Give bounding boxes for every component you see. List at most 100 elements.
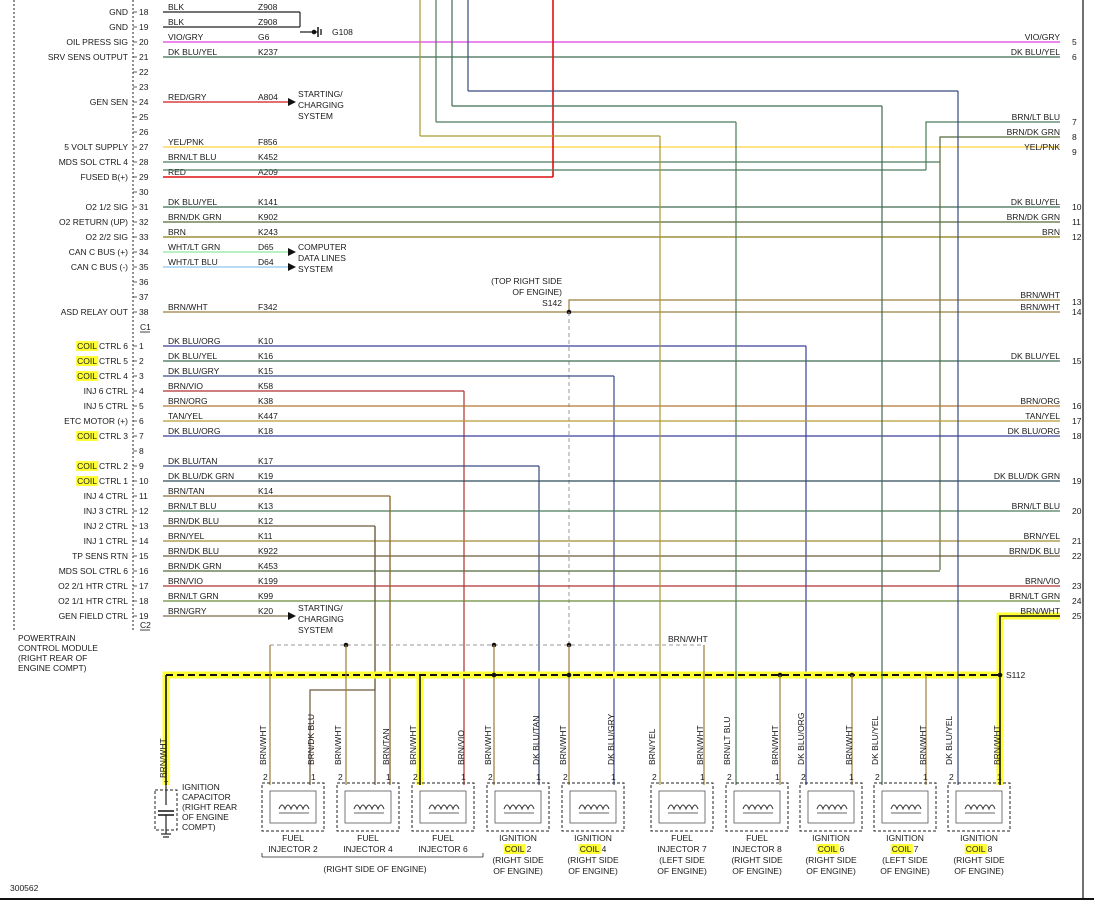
- pin-number: 27: [139, 142, 149, 152]
- wire-color: RED/GRY: [168, 92, 207, 102]
- connector-pin-number: 13: [1072, 297, 1082, 307]
- wire: [309, 526, 376, 785]
- connector-pin-number: 14: [1072, 307, 1082, 317]
- label-rest: 2: [524, 844, 531, 854]
- circuit-id: K11: [258, 531, 273, 541]
- pin-mark: 2: [949, 772, 954, 782]
- highlight-box: [816, 844, 839, 854]
- pin-mark: 1: [611, 772, 616, 782]
- circuit-id: A804: [258, 92, 278, 102]
- highlight-word: COIL: [505, 844, 525, 854]
- pin-function: COIL CTRL 1: [76, 476, 128, 486]
- connector-pin-number: 23: [1072, 581, 1082, 591]
- wire-color: BRN/YEL: [168, 531, 205, 541]
- coil-icon: [890, 804, 922, 811]
- pin-number: 33: [139, 232, 149, 242]
- component-label: IGNITION: [886, 833, 924, 843]
- highlight-word: COIL: [77, 461, 97, 471]
- pin-function: COIL CTRL 5: [77, 356, 128, 366]
- wire-color: BRN/WHT: [158, 738, 168, 778]
- pin-function: O2 1/1 HTR CTRL: [58, 596, 128, 606]
- wire-color: DK BLU/GRY: [606, 713, 616, 765]
- wire-color: BRN/WHT: [844, 725, 854, 765]
- component-label: COIL 7: [892, 844, 919, 854]
- module-name: ENGINE COMPT): [18, 663, 87, 673]
- circuit-id: K17: [258, 456, 273, 466]
- component-box: [336, 782, 400, 832]
- component-location: (RIGHT SIDE: [731, 855, 783, 865]
- circuit-id: K18: [258, 426, 273, 436]
- component-label: COIL 4: [580, 844, 607, 854]
- pin-mark: 1: [849, 772, 854, 782]
- pin-function: TP SENS RTN: [72, 551, 128, 561]
- component-location: OF ENGINE): [880, 866, 930, 876]
- wire-color-right: BRN/ORG: [1020, 396, 1060, 406]
- component-label: COIL 2: [503, 844, 532, 854]
- pin-function: COIL CTRL 6: [76, 341, 128, 351]
- component-label: CAPACITOR: [182, 792, 231, 802]
- component-location: OF ENGINE): [732, 866, 782, 876]
- component-box: [561, 782, 625, 832]
- component-location: (LEFT SIDE: [882, 855, 928, 865]
- pin-function: GND: [109, 7, 128, 17]
- ref-system-label: STARTING/: [298, 89, 343, 99]
- label-rest: CTRL 1: [97, 476, 129, 486]
- component-label: IGNITION: [499, 833, 537, 843]
- connector-pin-number: 9: [1072, 147, 1077, 157]
- connector-pin-number: 24: [1072, 596, 1082, 606]
- pin-function: INJ 2 CTRL: [84, 521, 129, 531]
- pin-number: 24: [139, 97, 149, 107]
- component-box: [269, 790, 317, 824]
- pin-mark: 2: [488, 772, 493, 782]
- ref-system-label: STARTING/: [298, 603, 343, 613]
- component-location: OF ENGINE): [806, 866, 856, 876]
- circuit-id: K141: [258, 197, 278, 207]
- component-label: INJECTOR 8: [732, 844, 782, 854]
- component-location: OF ENGINE): [954, 866, 1004, 876]
- highlight-word: COIL: [818, 844, 838, 854]
- pin-function: O2 2/2 SIG: [85, 232, 128, 242]
- circuit-id: K19: [258, 471, 273, 481]
- pin-mark: 1: [461, 772, 466, 782]
- pin-function: O2 RETURN (UP): [59, 217, 128, 227]
- pin-mark: 2: [875, 772, 880, 782]
- pin-number: 17: [139, 581, 149, 591]
- connector-pin-number: 10: [1072, 202, 1082, 212]
- pin-mark: 1: [700, 772, 705, 782]
- connector-pin-number: 11: [1072, 217, 1081, 227]
- wire-color: BRN/LT BLU: [168, 501, 216, 511]
- pin-mark: 1: [997, 772, 1002, 782]
- circuit-id: K199: [258, 576, 278, 586]
- circuit-id: K243: [258, 227, 278, 237]
- connector-pin-number: 25: [1072, 611, 1082, 621]
- component-location: OF ENGINE): [657, 866, 707, 876]
- pin-function: CAN C BUS (-): [71, 262, 128, 272]
- highlight-path: [996, 612, 1060, 785]
- pin-mark: 2: [727, 772, 732, 782]
- pin-function: COIL CTRL 4: [76, 371, 128, 381]
- wire-color-right: BRN/LT BLU: [1012, 112, 1060, 122]
- pin-function: COIL CTRL 1: [77, 476, 128, 486]
- wire-color: BLK: [168, 17, 184, 27]
- pin-number: 3: [139, 371, 144, 381]
- pin-function: MDS SOL CTRL 6: [59, 566, 129, 576]
- connector-pin-number: 6: [1072, 52, 1077, 62]
- component-box: [799, 782, 863, 832]
- component-box: [725, 782, 789, 832]
- wire-color: YEL/PNK: [168, 137, 204, 147]
- wire-color: DK BLU/TAN: [168, 456, 217, 466]
- pin-number: 18: [139, 596, 149, 606]
- wire-color: BRN/WHT: [695, 725, 705, 765]
- pin-number: 19: [139, 22, 149, 32]
- highlight-word: COIL: [580, 844, 600, 854]
- splice-label: (TOP RIGHT SIDE: [491, 276, 562, 286]
- component-box: [569, 790, 617, 824]
- component-label: FUEL: [746, 833, 768, 843]
- circuit-id: K452: [258, 152, 278, 162]
- component-location: (RIGHT SIDE: [805, 855, 857, 865]
- label-rest: 7: [911, 844, 918, 854]
- splice-label: S112: [1006, 670, 1025, 680]
- wire-color: DK BLU/YEL: [168, 47, 217, 57]
- component-label: FUEL: [671, 833, 693, 843]
- coil-icon: [964, 804, 996, 811]
